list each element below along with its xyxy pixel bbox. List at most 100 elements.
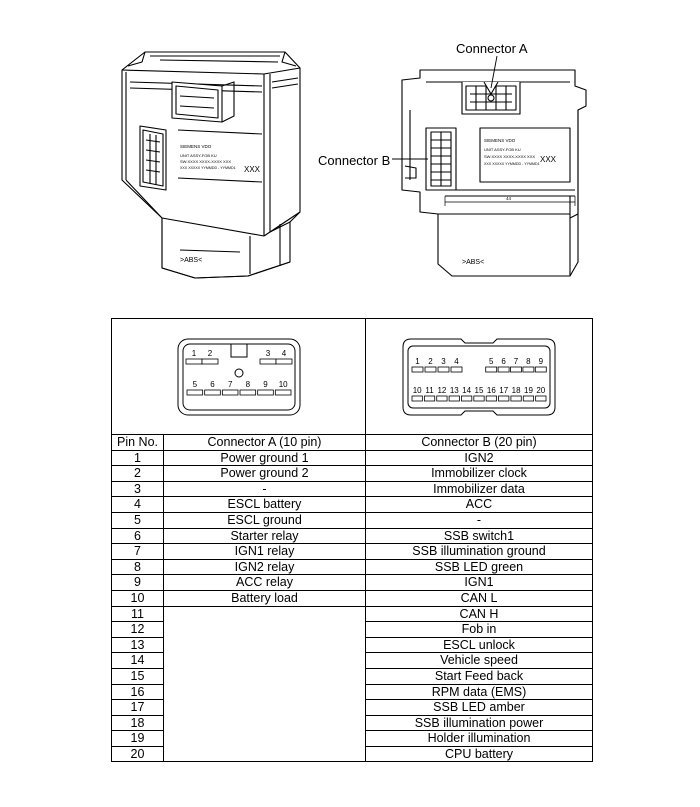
pin-terminal — [461, 395, 473, 401]
pin-number: 11 — [111, 605, 164, 623]
pin-number: 17 — [111, 699, 164, 716]
pin-label: 6 — [210, 380, 215, 389]
connector-a-function: Power ground 2 — [163, 465, 366, 482]
pin-label: 15 — [475, 386, 484, 395]
pin-terminal — [436, 395, 448, 401]
pin-number: 5 — [111, 511, 164, 529]
pin-terminal — [473, 395, 485, 401]
table-row: 20 CPU battery — [111, 745, 593, 763]
right-label-mark: XXX — [540, 155, 557, 164]
connector-a-function: ESCL ground — [163, 511, 366, 529]
connector-a-function: Starter relay — [163, 527, 366, 545]
left-label-mark: XXX — [244, 165, 261, 174]
connector-b-function: Start Feed back — [365, 667, 593, 685]
pin-terminal — [186, 389, 203, 395]
pin-label: 19 — [524, 386, 533, 395]
column-header: Connector A (10 pin) — [163, 434, 366, 451]
pin-number: 2 — [111, 465, 164, 482]
connector-a-function: IGN1 relay — [163, 543, 366, 560]
right-label-line-2: SW:XXXX XXXX-XXXX XXX — [484, 154, 535, 159]
pin-terminal — [203, 389, 221, 395]
pin-terminal — [448, 395, 460, 401]
pin-label: 1 — [191, 349, 196, 358]
pin-label: 4 — [281, 349, 286, 358]
pin-terminal — [239, 389, 256, 395]
pin-number: 19 — [111, 730, 164, 747]
pin-label: 6 — [501, 357, 506, 366]
pin-terminal — [450, 366, 463, 372]
connector-a-callout: Connector A — [456, 41, 528, 56]
connector-a-function: IGN2 relay — [163, 558, 366, 576]
right-label-brand: SIEMENS VDO — [484, 138, 516, 143]
table-row: 17 SSB LED amber — [111, 699, 593, 716]
connector-b-function: Immobilizer clock — [365, 465, 593, 482]
pin-label: 2 — [428, 357, 433, 366]
pin-number: 13 — [111, 636, 164, 654]
pin-label: 1 — [415, 357, 420, 366]
pin-label: 13 — [450, 386, 459, 395]
pin-number: 15 — [111, 667, 164, 685]
connector-b-function: CAN L — [365, 589, 593, 607]
pin-label: 9 — [539, 357, 544, 366]
connector-b-function: ACC — [365, 496, 593, 513]
pin-number: 3 — [111, 480, 164, 498]
connector-a-empty-cell — [163, 605, 366, 763]
pin-label: 5 — [489, 357, 494, 366]
connector-b-function: CPU battery — [365, 745, 593, 763]
connector-a-function: ESCL battery — [163, 496, 366, 513]
connector-b-callout: Connector B — [318, 153, 391, 168]
pin-label: 7 — [227, 380, 232, 389]
pin-terminal — [498, 395, 510, 401]
pin-label: 9 — [263, 380, 268, 389]
pin-number: 20 — [111, 745, 164, 763]
pin-terminal — [485, 366, 498, 372]
connector-a-function: Power ground 1 — [163, 449, 366, 467]
pin-terminal — [437, 366, 450, 372]
right-label-line-3: XXX XXXXX YYMMDD - YYMMD1 — [484, 162, 540, 166]
pin-number: 16 — [111, 683, 164, 701]
pin-label: 11 — [425, 386, 434, 395]
connector-b-function: SSB LED amber — [365, 699, 593, 716]
pin-label: 8 — [526, 357, 531, 366]
connector-b-function: Vehicle speed — [365, 652, 593, 669]
connector-b-function: ESCL unlock — [365, 636, 593, 654]
pin-label: 4 — [454, 357, 459, 366]
pin-terminal — [185, 358, 202, 364]
pin-label: 20 — [536, 386, 545, 395]
dimension-label: 44 — [506, 196, 512, 201]
connector-b-function: RPM data (EMS) — [365, 683, 593, 701]
connector-b-function: IGN1 — [365, 574, 593, 591]
connector-a-function: ACC relay — [163, 574, 366, 591]
module-front-view — [392, 55, 587, 277]
pin-number: 12 — [111, 621, 164, 638]
left-label-line-1: UNIT ASSY-FOB KU — [180, 153, 217, 158]
pin-label: 7 — [514, 357, 519, 366]
pin-terminal — [510, 395, 522, 401]
pin-number: 10 — [111, 589, 164, 607]
pin-terminal — [256, 389, 274, 395]
left-label-brand: SIEMENS VDO — [180, 144, 212, 149]
connector-b-function: SSB illumination ground — [365, 543, 593, 560]
pin-terminal — [534, 366, 547, 372]
pin-terminal — [275, 358, 292, 364]
module-illustration: SIEMENS VDO UNIT ASSY-FOB KU SW:XXXX XXX… — [121, 51, 587, 279]
connector-a-function: Battery load — [163, 589, 366, 607]
pin-label: 16 — [487, 386, 496, 395]
pin-label: 17 — [499, 386, 508, 395]
table-row: 3-Immobilizer data — [111, 480, 593, 498]
column-header: Connector B (20 pin) — [365, 434, 593, 451]
table-header-row: Pin No.Connector A (10 pin)Connector B (… — [111, 434, 593, 451]
module-isometric-view — [121, 51, 301, 279]
pin-number: 8 — [111, 558, 164, 576]
connector-b-function: CAN H — [365, 605, 593, 623]
